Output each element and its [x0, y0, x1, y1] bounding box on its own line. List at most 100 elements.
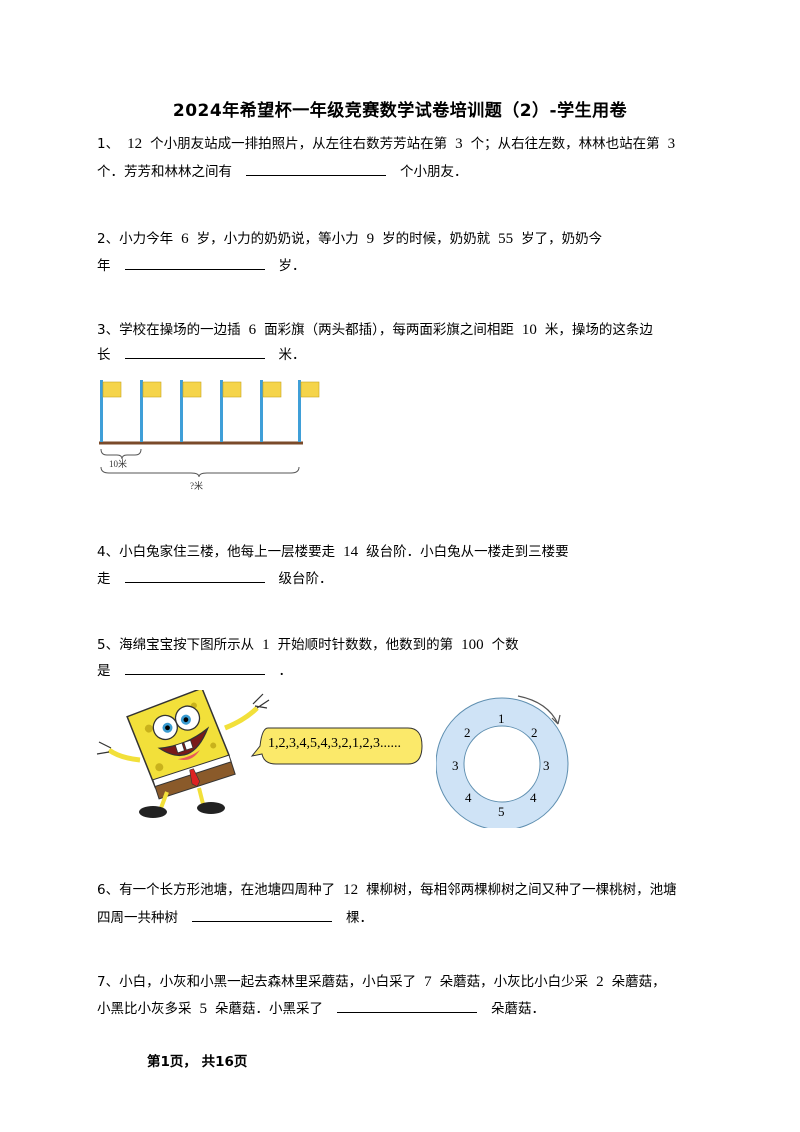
q6-line2: 四周一共种树 棵．	[97, 908, 373, 928]
ring-number: 2	[531, 725, 538, 740]
sponge-character-illustration	[96, 690, 270, 818]
q5-text2: 开始顺时针数数，他数到的第	[277, 637, 454, 653]
q2-value-a: 6	[181, 231, 189, 247]
q1-line1: 1、 12 个小朋友站成一排拍照片，从左往右数芳芳站在第 3 个；从右往左数，林林也站在…	[97, 134, 683, 154]
short-brace	[100, 448, 142, 460]
q1-value-b: 3	[455, 136, 463, 152]
ring-number: 1	[498, 711, 505, 726]
q7-text3: 朵蘑菇，	[611, 974, 666, 990]
q2-text5: 年	[97, 258, 111, 274]
q6-line1: 6、有一个长方形池塘，在池塘四周种了 12 棵柳树，每相邻两棵柳树之间又种了一棵桃树…	[97, 880, 677, 900]
q4-text1: 小白兔家住三楼，他每上一层楼要走	[119, 544, 336, 560]
q4-text3: 走	[97, 571, 111, 587]
q4-text4: 级台阶．	[278, 571, 333, 587]
ring-band	[436, 698, 568, 828]
q2-text2: 岁，小力的奶奶说，等小力	[196, 231, 359, 247]
q1-answer-blank[interactable]	[246, 163, 386, 176]
q1-text2: 个；从右往左数，林林也站在第	[470, 136, 660, 152]
q3-text2: 面彩旗（两头都插），每两面彩旗之间相距	[264, 322, 514, 338]
clockwise-arrow	[517, 695, 559, 725]
short-brace-label: 10米	[109, 458, 127, 469]
q6-text4: 棵．	[346, 910, 373, 926]
q1-text4: 个小朋友．	[400, 164, 468, 180]
q6-text2: 棵柳树，每相邻两棵柳树之间又种了一棵桃树，池塘	[366, 882, 677, 898]
q2-line2: 年 岁．	[97, 256, 306, 276]
q7-answer-blank[interactable]	[337, 1000, 477, 1013]
ring-number: 2	[464, 725, 471, 740]
q2-value-c: 55	[498, 231, 514, 247]
q5-text5: ．	[278, 663, 293, 679]
ring-number: 4	[465, 790, 472, 805]
ring-number: 3	[543, 758, 550, 773]
q7-text1: 小白，小灰和小黑一起去森林里采蘑菇，小白采了	[119, 974, 417, 990]
q3-number: 3、	[97, 322, 120, 338]
q3-value-b: 10	[521, 322, 537, 338]
q4-value-a: 14	[343, 544, 359, 560]
speech-bubble	[250, 727, 423, 765]
q2-text4: 岁了，奶奶今	[521, 231, 603, 247]
q5-value-a: 1	[262, 637, 270, 653]
q7-text4: 小黑比小灰多采	[97, 1001, 192, 1017]
ring-number: 5	[498, 804, 505, 819]
q1-value-c: 3	[667, 136, 676, 152]
ring-number: 4	[530, 790, 537, 805]
q3-text4: 长	[97, 347, 111, 363]
q5-line1: 5、海绵宝宝按下图所示从 1 开始顺时针数数，他数到的第 100 个数	[97, 635, 519, 655]
q1-number: 1、	[97, 136, 120, 152]
long-brace-label: ?米	[190, 480, 203, 491]
q6-text3: 四周一共种树	[97, 910, 178, 926]
q5-number: 5、	[97, 637, 120, 653]
flag-3	[180, 380, 202, 442]
flag-6	[298, 380, 320, 442]
long-brace	[100, 466, 300, 478]
q4-line2: 走 级台阶．	[97, 569, 333, 589]
q5-text4: 是	[97, 663, 111, 679]
q2-answer-blank[interactable]	[124, 257, 265, 270]
q6-answer-blank[interactable]	[192, 909, 332, 922]
q3-text3: 米，操场的这条边	[544, 322, 653, 338]
q2-text6: 岁．	[278, 258, 306, 274]
q2-text3: 岁的时候，奶奶就	[382, 231, 491, 247]
q5-answer-blank[interactable]	[124, 662, 265, 675]
q7-text6: 朵蘑菇．	[491, 1001, 545, 1017]
q1-value-a: 12	[127, 136, 143, 152]
q2-number: 2、	[97, 231, 120, 247]
q6-value-a: 12	[343, 882, 359, 898]
flag-1	[100, 380, 122, 442]
clockwise-arrow-head	[551, 714, 561, 725]
flag-2	[140, 380, 162, 442]
q5-text3: 个数	[491, 637, 519, 653]
flags-figure: 10米 ?米	[99, 380, 320, 491]
q7-value-a: 7	[424, 974, 432, 990]
page-title: 2024年希望杯一年级竞赛数学试卷培训题（2）-学生用卷	[172, 101, 628, 121]
q2-text1: 小力今年	[119, 231, 174, 247]
q4-text2: 级台阶．小白兔从一楼走到三楼要	[366, 544, 569, 560]
q4-answer-blank[interactable]	[124, 570, 265, 583]
q7-text2: 朵蘑菇，小灰比小白少采	[439, 974, 589, 990]
q6-number: 6、	[97, 882, 120, 898]
q5-value-b: 100	[461, 637, 484, 653]
q7-text5: 朵蘑菇．小黑采了	[215, 1001, 323, 1017]
q1-text3: 个．芳芳和林林之间有	[97, 164, 232, 180]
q1-text1: 个小朋友站成一排拍照片，从左往右数芳芳站在第	[150, 136, 448, 152]
ring-inner-edge	[463, 725, 541, 803]
page-footer: 第1页， 共16页	[147, 1054, 248, 1070]
q7-line2: 小黑比小灰多采 5 朵蘑菇．小黑采了 朵蘑菇．	[97, 999, 545, 1019]
q7-value-c: 5	[199, 1001, 208, 1017]
q3-value-a: 6	[248, 322, 257, 338]
flag-4	[220, 380, 242, 442]
q7-value-b: 2	[596, 974, 604, 990]
q5-text1: 海绵宝宝按下图所示从	[119, 637, 255, 653]
q5-line2: 是．	[97, 661, 292, 681]
ring-number: 3	[452, 758, 459, 773]
flag-5	[260, 380, 282, 442]
q3-answer-blank[interactable]	[124, 346, 265, 359]
q6-text1: 有一个长方形池塘，在池塘四周种了	[119, 882, 336, 898]
bubble-sequence-text: 1,2,3,4,5,4,3,2,1,2,3......	[268, 736, 401, 751]
q3-line2: 长米．	[97, 345, 306, 365]
ring-outer-edge	[436, 697, 569, 828]
number-ring: 1 2 3 4 5 4 3 2	[436, 695, 569, 828]
